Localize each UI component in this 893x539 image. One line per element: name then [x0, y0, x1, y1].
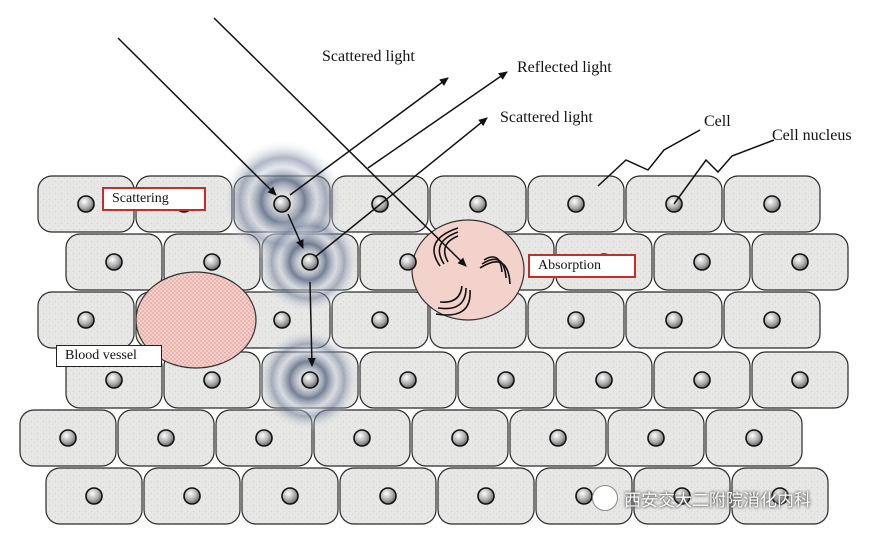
- cell-nucleus: [763, 195, 781, 213]
- watermark: 西安交大二附院消化内科: [592, 485, 811, 511]
- cell-nucleus: [595, 371, 613, 389]
- cell-nucleus: [549, 429, 567, 447]
- nucleus-layer: [59, 195, 809, 505]
- cell-nucleus: [77, 311, 95, 329]
- cell-nucleus: [477, 487, 495, 505]
- cell-nucleus: [575, 487, 593, 505]
- cell-nucleus: [379, 487, 397, 505]
- cell-nucleus: [59, 429, 77, 447]
- cell-label: Cell: [704, 113, 731, 130]
- nucleus-pointer-line: [673, 139, 775, 205]
- cell-nucleus: [791, 371, 809, 389]
- cell-nucleus: [693, 253, 711, 271]
- scattered-light-top-label: Scattered light: [322, 48, 415, 65]
- incident-light-ray: [117, 37, 277, 196]
- cell-nucleus: [763, 311, 781, 329]
- cell-nucleus: [745, 429, 763, 447]
- watermark-text: 西安交大二附院消化内科: [624, 490, 811, 511]
- cell-nucleus: [693, 371, 711, 389]
- wechat-logo-icon: [592, 485, 618, 511]
- cell-nucleus: [157, 429, 175, 447]
- cell-nucleus: [673, 487, 691, 505]
- incident-light-ray: [213, 17, 467, 267]
- reflected-light-label: Reflected light: [517, 59, 612, 76]
- blood-vessel: [135, 271, 257, 369]
- cell-nucleus: [203, 371, 221, 389]
- cell-nucleus: [255, 429, 273, 447]
- absorption-label: Absorption: [528, 254, 636, 278]
- light-paths: [117, 17, 775, 367]
- scattered-light-mid-label: Scattered light: [500, 109, 593, 126]
- cell-nucleus: [771, 487, 789, 505]
- cell-nucleus: [105, 371, 123, 389]
- cell-nucleus: [273, 311, 291, 329]
- cell-nucleus: [353, 429, 371, 447]
- cell-nucleus: [183, 487, 201, 505]
- cell-nucleus: [301, 371, 319, 389]
- cell-nucleus: [497, 371, 515, 389]
- cell-nucleus: [567, 195, 585, 213]
- cell-nucleus: [647, 429, 665, 447]
- cell-nucleus: [791, 253, 809, 271]
- cell-nucleus-label: Cell nucleus: [772, 127, 852, 144]
- cell-nucleus: [85, 487, 103, 505]
- cell-nucleus: [399, 371, 417, 389]
- cell-nucleus: [469, 195, 487, 213]
- cell-nucleus: [77, 195, 95, 213]
- scattered-light-ray: [287, 213, 304, 249]
- cell-nucleus: [399, 253, 417, 271]
- cell-nucleus: [281, 487, 299, 505]
- scattered-light-ray: [307, 281, 316, 367]
- blood-vessel-label: Blood vessel: [56, 345, 162, 367]
- cell-nucleus: [451, 429, 469, 447]
- cell-nucleus: [273, 195, 291, 213]
- reflected-light-ray: [367, 71, 508, 169]
- cell-nucleus: [665, 311, 683, 329]
- scattered-light-ray: [289, 77, 449, 196]
- scattered-light-ray: [314, 117, 488, 258]
- cell-nucleus: [301, 253, 319, 271]
- absorption-region: [411, 219, 525, 321]
- cell-pointer-line: [597, 129, 701, 187]
- cell-nucleus: [567, 311, 585, 329]
- absorption-swirl-icon: [433, 227, 511, 316]
- cell-nucleus: [371, 311, 389, 329]
- cell-nucleus: [203, 253, 221, 271]
- scattering-label: Scattering: [102, 187, 206, 211]
- cell-nucleus: [105, 253, 123, 271]
